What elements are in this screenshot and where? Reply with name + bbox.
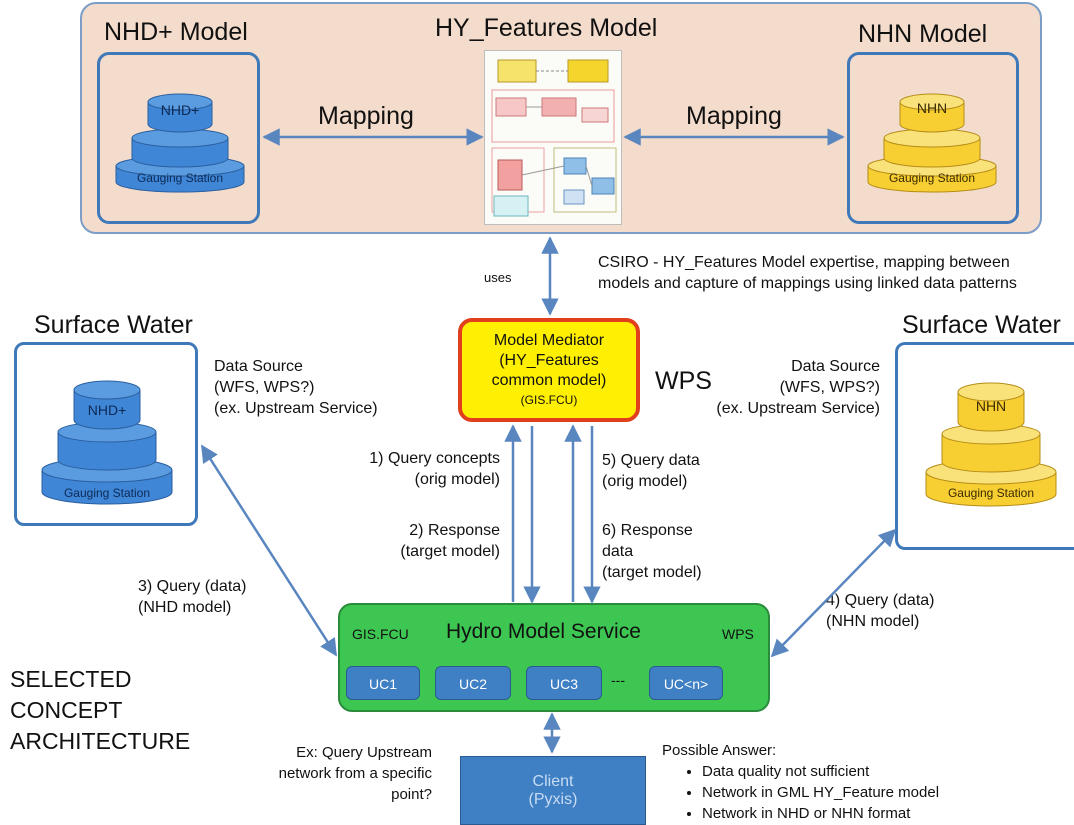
data-source-right-text: Data Source (WFS, WPS?) (ex. Upstream Se… bbox=[716, 358, 880, 417]
response-target-label: 2) Response (target model) bbox=[400, 522, 500, 560]
client-title: Client bbox=[532, 773, 574, 790]
example-query-text: Ex: Query Upstream network from a specif… bbox=[278, 744, 432, 803]
possible-answer-list: Data quality not sufficient Network in G… bbox=[684, 761, 939, 824]
uc2-button[interactable]: UC2 bbox=[435, 666, 511, 700]
surface-water-right-title: Surface Water bbox=[902, 311, 1061, 339]
surface-water-left-title: Surface Water bbox=[34, 311, 193, 339]
uc1-button[interactable]: UC1 bbox=[346, 666, 420, 700]
nhn-cylinder-label: NHN bbox=[916, 100, 948, 116]
model-mediator-line-3: common model) bbox=[491, 372, 607, 389]
mapping-left-label: Mapping bbox=[318, 102, 414, 130]
surface-water-right-gauging-label: Gauging Station bbox=[947, 486, 1035, 500]
possible-answer-block: Possible Answer: Data quality not suffic… bbox=[662, 740, 939, 824]
hydro-wps-label: WPS bbox=[722, 626, 754, 642]
nhn-gauging-station-label: Gauging Station bbox=[888, 171, 976, 185]
surface-water-left-gauging-label: Gauging Station bbox=[63, 486, 151, 500]
hydro-org-label: GIS.FCU bbox=[352, 626, 409, 642]
surface-water-left-cylinder-stack bbox=[36, 370, 178, 510]
mapping-right-label: Mapping bbox=[686, 102, 782, 130]
surface-water-right-nhn-label: NHN bbox=[975, 398, 1007, 414]
model-mediator-box: Model Mediator (HY_Features common model… bbox=[458, 318, 640, 422]
answer-item: Network in NHD or NHN format bbox=[702, 803, 939, 824]
query-nhd-arrow bbox=[200, 444, 338, 657]
nhd-plus-cylinder-label: NHD+ bbox=[160, 102, 200, 118]
nhd-plus-cylinder-stack bbox=[110, 88, 250, 194]
surface-water-right-cylinder-stack bbox=[920, 372, 1062, 512]
model-mediator-line-2: (HY_Features bbox=[499, 352, 599, 369]
query-data-label: 5) Query data (orig model) bbox=[602, 452, 700, 490]
hy-features-model-title: HY_Features Model bbox=[435, 14, 658, 42]
query-concepts-label: 1) Query concepts (orig model) bbox=[369, 450, 500, 488]
hydro-model-service-title: Hydro Model Service bbox=[446, 620, 641, 643]
surface-water-left-nhd-label: NHD+ bbox=[87, 402, 127, 418]
answer-item: Network in GML HY_Feature model bbox=[702, 782, 939, 803]
client-box[interactable]: Client (Pyxis) bbox=[460, 756, 646, 825]
uc3-button[interactable]: UC3 bbox=[526, 666, 602, 700]
model-mediator-org: (GIS.FCU) bbox=[520, 393, 578, 407]
query-nhn-arrow bbox=[770, 528, 897, 658]
nhd-gauging-station-label: Gauging Station bbox=[136, 171, 224, 185]
model-mediator-line-1: Model Mediator bbox=[493, 332, 605, 349]
uses-label: uses bbox=[484, 270, 512, 285]
answer-item: Data quality not sufficient bbox=[702, 761, 939, 782]
nhn-cylinder-stack bbox=[862, 88, 1002, 194]
uc-ellipsis: --- bbox=[611, 672, 625, 688]
data-source-left-text: Data Source (WFS, WPS?) (ex. Upstream Se… bbox=[214, 358, 378, 417]
hy-features-uml-thumbnail bbox=[484, 50, 622, 225]
client-subtitle: (Pyxis) bbox=[528, 791, 578, 808]
csiro-note: CSIRO - HY_Features Model expertise, map… bbox=[598, 254, 1017, 292]
selected-concept-architecture-title: SELECTED CONCEPT ARCHITECTURE bbox=[10, 666, 191, 754]
uc-n-button[interactable]: UC<n> bbox=[649, 666, 723, 700]
mediator-wps-label: WPS bbox=[655, 367, 712, 395]
nhn-model-title: NHN Model bbox=[858, 20, 988, 48]
possible-answer-heading: Possible Answer: bbox=[662, 742, 777, 759]
nhd-model-title: NHD+ Model bbox=[104, 18, 248, 46]
response-data-label: 6) Response data (target model) bbox=[602, 522, 702, 581]
